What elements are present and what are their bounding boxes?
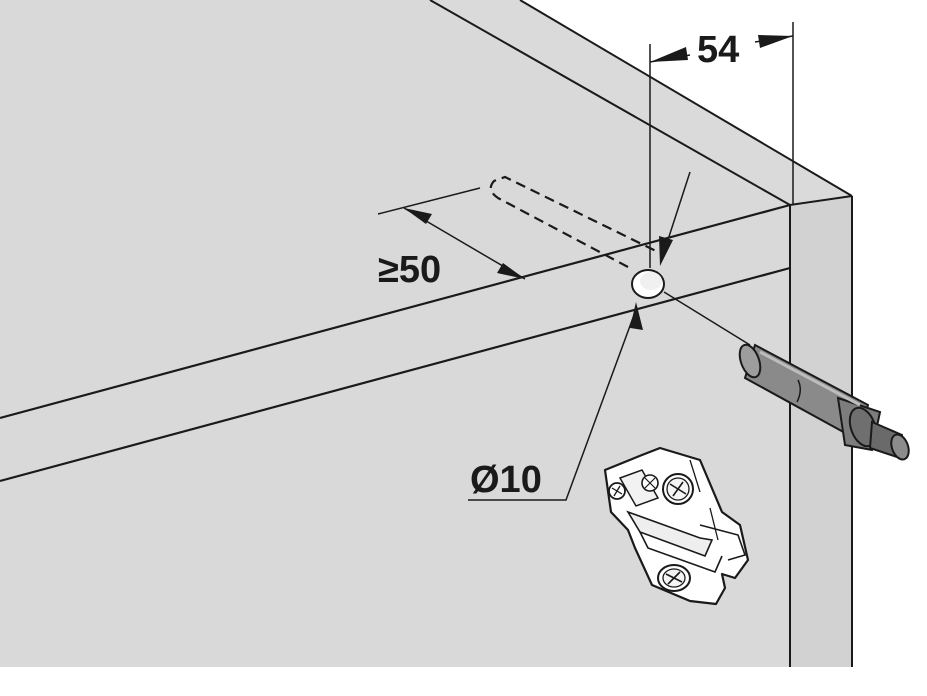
- cabinet-panel: [0, 0, 853, 668]
- dimension-54: 54: [649, 22, 794, 268]
- hinge-mounting-plate: [603, 446, 750, 606]
- center-line: [663, 291, 751, 346]
- rail-band: [0, 203, 791, 483]
- push-to-open-damper: [738, 343, 910, 461]
- diameter-arrows: Ø10: [468, 171, 691, 501]
- dimension-min-50-label: ≥50: [378, 249, 441, 291]
- dimension-54-label: 54: [697, 29, 739, 71]
- diameter-label: Ø10: [470, 459, 542, 501]
- dimension-min-50: ≥50: [377, 187, 526, 291]
- drill-hole: [631, 269, 665, 299]
- drill-depth-dashed: [489, 175, 661, 268]
